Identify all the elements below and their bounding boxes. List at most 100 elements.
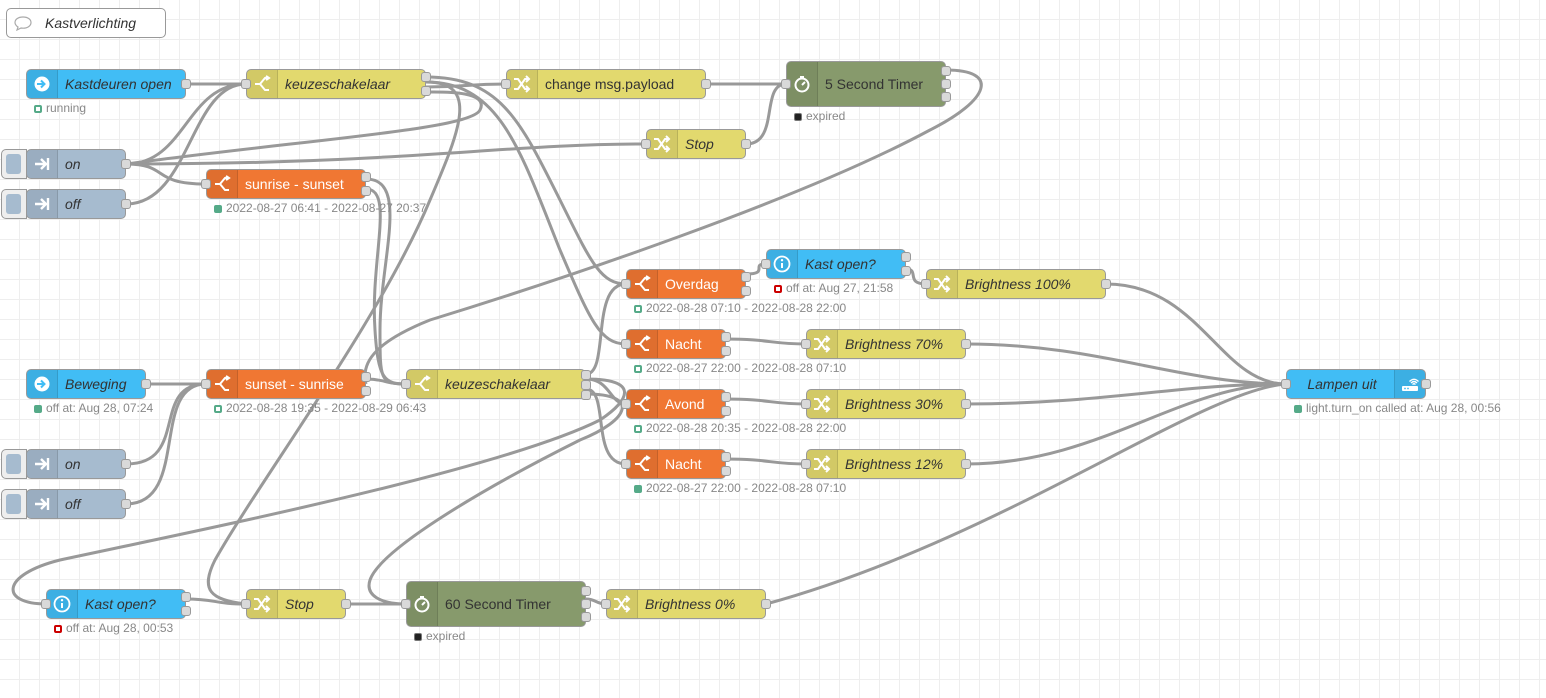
inject-button[interactable]: [1, 489, 27, 519]
output-port[interactable]: [701, 79, 711, 89]
kast-open-top-node[interactable]: Kast open?: [761, 249, 911, 279]
output-port[interactable]: [741, 286, 751, 296]
wire[interactable]: [125, 82, 247, 206]
nacht1-node[interactable]: Nacht: [621, 329, 731, 359]
comment-node[interactable]: Kastverlichting: [6, 8, 166, 38]
output-port[interactable]: [721, 452, 731, 462]
output-port[interactable]: [741, 139, 751, 149]
output-port[interactable]: [361, 172, 371, 182]
input-port[interactable]: [241, 79, 251, 89]
output-port[interactable]: [421, 86, 431, 96]
input-port[interactable]: [641, 139, 651, 149]
output-port[interactable]: [721, 406, 731, 416]
input-port[interactable]: [401, 379, 411, 389]
output-port[interactable]: [121, 499, 131, 509]
output-port[interactable]: [361, 186, 371, 196]
inject-button[interactable]: [1, 149, 27, 179]
keuzeschakelaar-mid-node[interactable]: keuzeschakelaar: [401, 369, 591, 400]
sunrise-sunset-node[interactable]: sunrise - sunset: [201, 169, 371, 199]
wire[interactable]: [185, 597, 247, 606]
input-port[interactable]: [761, 259, 771, 269]
output-port[interactable]: [181, 606, 191, 616]
wire[interactable]: [365, 187, 407, 386]
on-top-node[interactable]: on: [26, 149, 131, 179]
timer60-node[interactable]: 60 Second Timer: [401, 581, 591, 627]
change-payload-node[interactable]: change msg.payload: [501, 69, 711, 99]
output-port[interactable]: [581, 390, 591, 400]
sunset-sunrise-node[interactable]: sunset - sunrise: [201, 369, 371, 399]
wire[interactable]: [125, 142, 647, 166]
kast-open-bottom-node[interactable]: Kast open?: [41, 589, 191, 619]
output-port[interactable]: [901, 252, 911, 262]
output-port[interactable]: [721, 392, 731, 402]
wire[interactable]: [206, 80, 462, 606]
brightness0-node[interactable]: Brightness 0%: [601, 589, 771, 619]
brightness70-node[interactable]: Brightness 70%: [801, 329, 971, 359]
output-port[interactable]: [1101, 279, 1111, 289]
output-port[interactable]: [121, 199, 131, 209]
output-port[interactable]: [121, 459, 131, 469]
keuzeschakelaar-top-node[interactable]: keuzeschakelaar: [241, 69, 431, 99]
output-port[interactable]: [901, 266, 911, 276]
overdag-node[interactable]: Overdag: [621, 269, 751, 299]
output-port[interactable]: [181, 592, 191, 602]
input-port[interactable]: [801, 459, 811, 469]
inject-button[interactable]: [1, 189, 27, 219]
off-top-node[interactable]: off: [26, 189, 131, 219]
lampen-uit-node[interactable]: Lampen uit: [1281, 369, 1431, 399]
brightness30-node[interactable]: Brightness 30%: [801, 389, 971, 419]
output-port[interactable]: [361, 372, 371, 382]
output-port[interactable]: [361, 386, 371, 396]
output-port[interactable]: [581, 380, 591, 390]
output-port[interactable]: [1421, 379, 1431, 389]
kastdeuren-open-node[interactable]: Kastdeuren open: [26, 69, 191, 99]
output-port[interactable]: [581, 586, 591, 596]
wire[interactable]: [585, 282, 627, 376]
input-port[interactable]: [41, 599, 51, 609]
wire[interactable]: [125, 90, 483, 166]
wire[interactable]: [745, 82, 787, 146]
stop-bottom-node[interactable]: Stop: [241, 589, 351, 619]
nacht2-node[interactable]: Nacht: [621, 449, 731, 479]
input-port[interactable]: [201, 179, 211, 189]
stop-top-node[interactable]: Stop: [641, 129, 751, 159]
output-port[interactable]: [941, 66, 951, 76]
input-port[interactable]: [241, 599, 251, 609]
output-port[interactable]: [721, 346, 731, 356]
wire[interactable]: [125, 382, 207, 506]
input-port[interactable]: [621, 459, 631, 469]
inject-button[interactable]: [1, 449, 27, 479]
output-port[interactable]: [341, 599, 351, 609]
output-port[interactable]: [741, 272, 751, 282]
input-port[interactable]: [201, 379, 211, 389]
input-port[interactable]: [601, 599, 611, 609]
off-bottom-node[interactable]: off: [26, 489, 131, 519]
input-port[interactable]: [621, 339, 631, 349]
output-port[interactable]: [581, 370, 591, 380]
wire[interactable]: [965, 342, 1287, 386]
timer5-node[interactable]: 5 Second Timer: [781, 61, 951, 107]
brightness12-node[interactable]: Brightness 12%: [801, 449, 971, 479]
input-port[interactable]: [401, 599, 411, 609]
input-port[interactable]: [801, 339, 811, 349]
wire[interactable]: [725, 397, 807, 406]
wire[interactable]: [1105, 282, 1287, 386]
wire[interactable]: [363, 68, 983, 385]
beweging-node[interactable]: Beweging: [26, 369, 151, 399]
on-bottom-node[interactable]: on: [26, 449, 131, 479]
output-port[interactable]: [941, 92, 951, 102]
output-port[interactable]: [181, 79, 191, 89]
output-port[interactable]: [941, 79, 951, 89]
wire[interactable]: [585, 387, 627, 466]
input-port[interactable]: [621, 399, 631, 409]
output-port[interactable]: [581, 612, 591, 622]
wire[interactable]: [425, 82, 507, 89]
output-port[interactable]: [961, 459, 971, 469]
wire[interactable]: [425, 75, 627, 286]
wire[interactable]: [965, 382, 1287, 406]
input-port[interactable]: [921, 279, 931, 289]
output-port[interactable]: [581, 599, 591, 609]
wire[interactable]: [725, 337, 807, 346]
brightness100-node[interactable]: Brightness 100%: [921, 269, 1111, 299]
input-port[interactable]: [781, 79, 791, 89]
